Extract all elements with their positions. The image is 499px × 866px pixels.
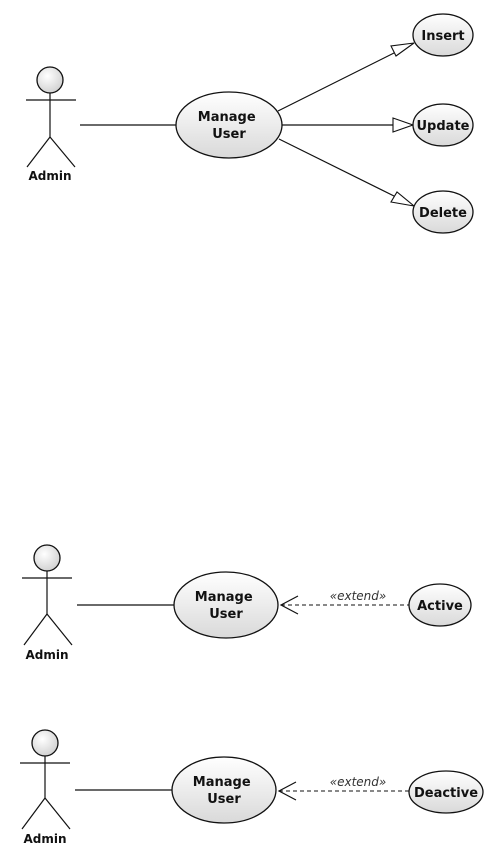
- use-case-insert: Insert: [412, 13, 474, 57]
- use-case-label-line2: User: [212, 127, 246, 142]
- use-case-label-line2: User: [209, 607, 243, 622]
- use-case-label-line1: Manage: [195, 590, 253, 605]
- svg-text:Manage User: Manage User: [193, 775, 255, 807]
- generalization-arrowhead: [390, 42, 415, 57]
- use-case-deactive: Deactive: [408, 770, 484, 814]
- use-case-label: Delete: [419, 206, 467, 221]
- actor-head: [31, 729, 59, 757]
- use-case-active: Active: [408, 583, 472, 627]
- svg-text:Manage User: Manage User: [195, 590, 257, 622]
- generalization-arrowhead: [390, 191, 416, 207]
- use-case-label: Deactive: [414, 786, 478, 801]
- use-case-update: Update: [412, 103, 474, 147]
- extend-stereotype: «extend»: [330, 589, 387, 603]
- actor-label: Admin: [28, 169, 71, 183]
- use-case-manage-user-2: Manage User: [173, 571, 279, 639]
- extend-arrowhead: [277, 781, 297, 801]
- generalization-line-insert: [277, 51, 397, 112]
- actor-label: Admin: [25, 648, 68, 662]
- extend-arrowhead: [279, 595, 299, 615]
- actor-admin-2: Admin: [22, 544, 73, 662]
- actor-admin-3: Admin: [20, 729, 71, 846]
- use-case-manage-user-3: Manage User: [171, 756, 277, 824]
- actor-label: Admin: [23, 832, 66, 846]
- use-case-label-line2: User: [207, 792, 241, 807]
- extend-stereotype: «extend»: [330, 775, 387, 789]
- actor-admin-1: Admin: [26, 66, 76, 183]
- use-case-label: Insert: [421, 29, 464, 44]
- use-case-label-line1: Manage: [198, 110, 256, 125]
- use-case-manage-user-1: Manage User: [175, 91, 283, 159]
- actor-head: [36, 66, 64, 94]
- use-case-label: Update: [417, 119, 470, 134]
- generalization-line-delete: [278, 138, 397, 198]
- actor-head: [33, 544, 61, 572]
- generalization-arrowhead: [392, 117, 415, 133]
- use-case-label: Active: [417, 599, 463, 614]
- diagram-2: Admin Manage User «extend» Active: [22, 544, 472, 662]
- svg-text:Manage User: Manage User: [198, 110, 260, 142]
- diagram-1: Admin Manage User Insert Update: [26, 13, 474, 234]
- diagram-3: Admin Manage User «extend» Deactive: [20, 729, 484, 846]
- use-case-label-line1: Manage: [193, 775, 251, 790]
- use-case-delete: Delete: [412, 190, 474, 234]
